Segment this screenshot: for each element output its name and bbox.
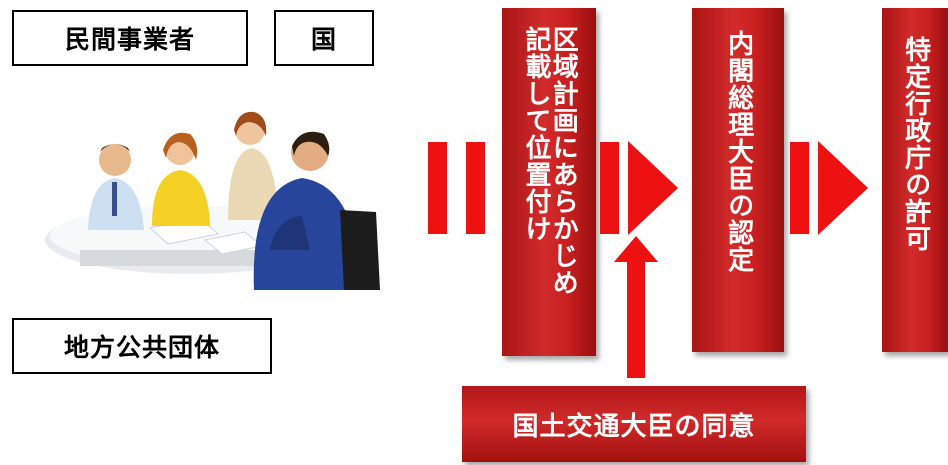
arrow-3-bar [790, 142, 809, 234]
step-area-plan-line-1: 区域計画にあらかじめ [548, 26, 579, 296]
step-mlit-consent: 国土交通大臣の同意 [462, 386, 806, 462]
label-local-public-body: 地方公共団体 [12, 318, 272, 374]
step-agency-permission: 特定行政庁の許可 [882, 8, 948, 352]
step-mlit-consent-text: 国土交通大臣の同意 [512, 411, 756, 442]
label-national: 国 [274, 10, 374, 66]
entry-bar-1 [428, 142, 447, 234]
label-private-operator-text: 民間事業者 [64, 25, 195, 54]
step-area-plan: 区域計画にあらかじめ 記載して位置付け [502, 8, 596, 356]
entry-bar-2 [466, 142, 485, 234]
step-area-plan-text: 区域計画にあらかじめ 記載して位置付け [521, 26, 579, 296]
up-arrow [614, 236, 658, 378]
step-area-plan-line-2: 記載して位置付け [521, 26, 551, 242]
label-private-operator: 民間事業者 [12, 10, 248, 66]
step-agency-permission-text: 特定行政庁の許可 [900, 36, 931, 252]
arrow-2-bar [600, 142, 619, 234]
arrow-2-head [628, 141, 678, 235]
label-national-text: 国 [310, 25, 337, 54]
step-pm-certification: 内閣総理大臣の認定 [692, 8, 784, 352]
arrow-3-head [818, 141, 868, 235]
meeting-illustration [45, 111, 380, 290]
step-pm-certification-text: 内閣総理大臣の認定 [723, 30, 754, 273]
label-local-public-body-text: 地方公共団体 [63, 333, 220, 362]
